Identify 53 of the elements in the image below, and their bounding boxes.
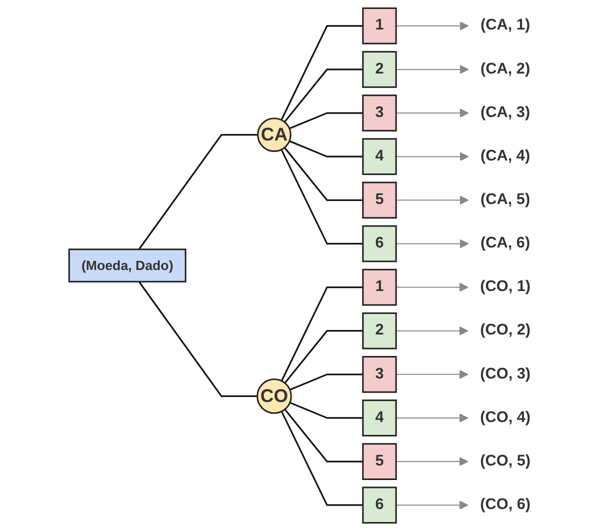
- node-text: (CO, 3): [480, 364, 531, 382]
- arrow: [396, 108, 469, 118]
- arrow: [396, 64, 469, 74]
- arrow: [396, 21, 469, 30]
- node-box: [362, 94, 397, 132]
- connector: [138, 134, 258, 250]
- arrow: [396, 239, 469, 248]
- node-box: [362, 51, 397, 88]
- node-text: (CA, 4): [480, 147, 530, 165]
- arrow: [396, 370, 468, 379]
- node-text: (CA, 6): [480, 234, 530, 252]
- node-box: [362, 138, 397, 176]
- connector: [284, 330, 363, 384]
- connector: [284, 408, 363, 462]
- connector: [290, 374, 363, 390]
- arrow: [396, 457, 468, 466]
- node-box: [362, 400, 397, 436]
- node-circle: [256, 378, 292, 414]
- node-box: [68, 248, 186, 282]
- connector: [289, 112, 363, 130]
- node-circle: [257, 118, 292, 152]
- arrow: [396, 152, 469, 162]
- connector: [289, 140, 363, 158]
- node-text: (CO, 2): [480, 321, 531, 339]
- node-text: (CA, 5): [480, 190, 530, 208]
- node-text: (CO, 1): [480, 278, 531, 296]
- node-box: [362, 312, 397, 350]
- connector: [284, 68, 363, 123]
- node-box: [362, 7, 397, 44]
- connector: [280, 149, 363, 245]
- node-box: [362, 486, 397, 524]
- connector: [280, 411, 363, 506]
- connector: [284, 147, 363, 201]
- node-text: (CO, 6): [480, 496, 531, 514]
- node-text: (CO, 5): [480, 452, 531, 470]
- connector: [280, 286, 363, 382]
- node-text: (CO, 4): [480, 408, 531, 426]
- connector: [280, 25, 363, 120]
- node-box: [362, 225, 397, 262]
- node-box: [362, 182, 397, 219]
- node-box: [362, 356, 397, 393]
- node-box: [362, 268, 397, 306]
- arrow: [396, 326, 468, 336]
- node-text: (CA, 3): [480, 104, 530, 121]
- node-text: (CA, 1): [480, 16, 530, 34]
- connector: [138, 281, 258, 398]
- arrow: [396, 500, 468, 510]
- node-text: (CA, 2): [480, 60, 530, 78]
- arrow: [396, 413, 468, 422]
- node-box: [362, 443, 397, 480]
- arrow: [396, 196, 469, 205]
- arrow: [396, 282, 468, 292]
- connector: [290, 402, 363, 419]
